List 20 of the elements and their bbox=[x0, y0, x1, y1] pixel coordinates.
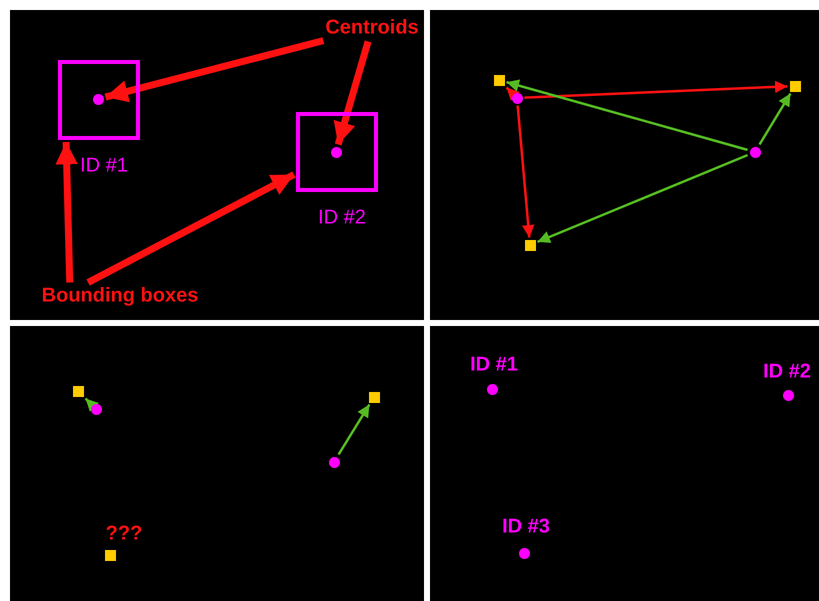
arrow bbox=[338, 404, 370, 456]
arrow bbox=[537, 154, 748, 244]
arrow bbox=[334, 40, 372, 146]
arrow bbox=[516, 105, 534, 238]
callout-text: Centroids bbox=[325, 16, 419, 40]
arrow bbox=[506, 79, 748, 152]
id-label: ID #2 bbox=[763, 360, 811, 384]
arrow bbox=[758, 92, 792, 146]
question-marks: ??? bbox=[106, 522, 142, 546]
arrow bbox=[104, 37, 324, 102]
arrow bbox=[524, 80, 788, 99]
arrow bbox=[506, 86, 520, 101]
id-label: ID #3 bbox=[502, 516, 550, 538]
arrow bbox=[86, 171, 296, 286]
id-label: ID #2 bbox=[318, 206, 366, 230]
id-label: ID #1 bbox=[470, 354, 518, 376]
callout-text: Bounding boxes bbox=[42, 284, 198, 308]
id-label: ID #1 bbox=[80, 154, 128, 178]
arrow bbox=[84, 398, 99, 412]
arrow bbox=[55, 142, 78, 283]
